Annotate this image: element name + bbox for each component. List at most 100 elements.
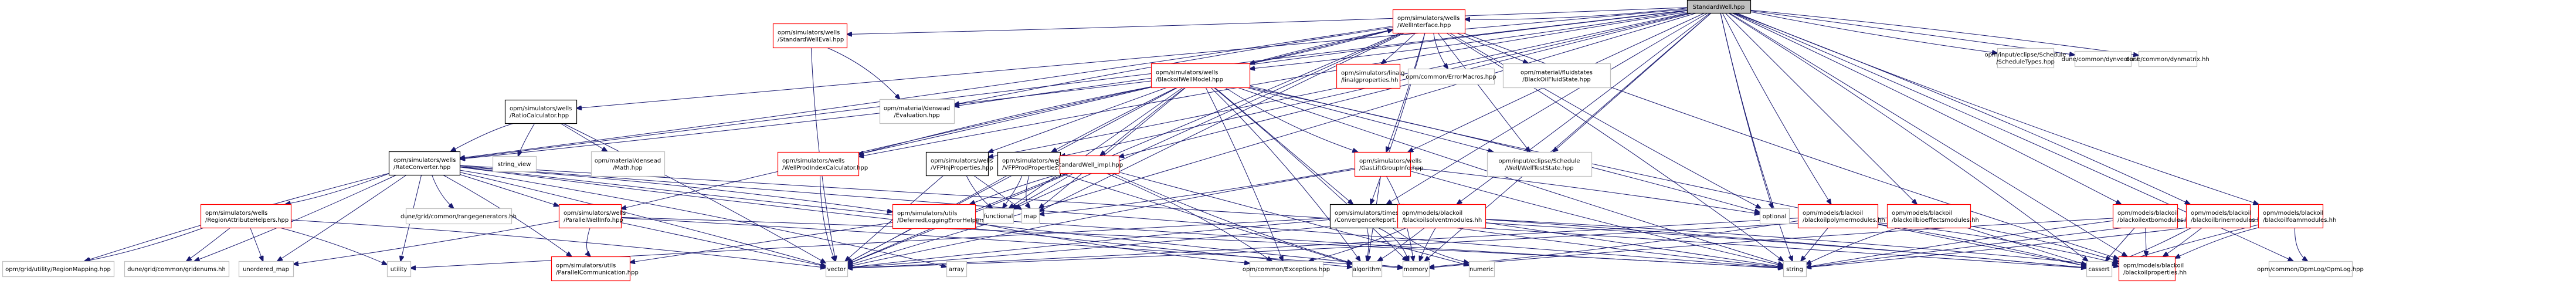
node-box <box>1407 68 1495 85</box>
edge-wellinterface-to-welltest <box>1437 32 1530 152</box>
node-box <box>1397 204 1486 229</box>
node-gridenums: dune/grid/common/gridenums.hh <box>124 261 230 278</box>
node-bioeffectsmods[interactable]: opm/models/blackoil/blackoilbioeffectsmo… <box>1886 204 1979 229</box>
edge-wellinterface-to-optional <box>1449 32 1761 208</box>
node-label-line: /VFPProdProperties.hpp <box>1002 165 1071 171</box>
node-layer: StandardWell.hpp opm/simulators/wells/Wel… <box>2 0 2364 282</box>
edge-blackoilwellmodel-to-rateconverter <box>460 80 1152 159</box>
node-label-line: optional <box>1763 214 1787 220</box>
node-deferredlog[interactable]: opm/simulators/utils/DeferredLoggingErro… <box>892 204 998 229</box>
edge-blackoilwellmodel-to-parallelwellinfo <box>621 86 1152 209</box>
edge-convreport-to-vector <box>847 219 1331 268</box>
node-label-line: opm/simulators/wells <box>1002 158 1064 164</box>
node-label-line: string <box>1786 266 1803 273</box>
node-box <box>1486 151 1593 177</box>
node-label-line: /ParallelCommunication.hpp <box>556 270 639 276</box>
edge-vfpprod-to-algorithm <box>1060 173 1352 265</box>
edge-ratiocalc-to-string_view <box>518 123 535 156</box>
node-wellprodindex[interactable]: opm/simulators/wells/WellProdIndexCalcul… <box>777 151 868 177</box>
node-box <box>388 151 461 176</box>
node-box <box>1336 63 1401 89</box>
node-convreport[interactable]: opm/simulators/timestepping/ConvergenceR… <box>1329 204 1421 229</box>
edge-wellinterface-to-blackoilwellmodel <box>1250 29 1393 64</box>
edge-wellinterface-to-convreport <box>1370 32 1426 204</box>
node-solventmods[interactable]: opm/models/blackoil/blackoilsolventmodul… <box>1397 204 1486 229</box>
edge-root-to-standardwelleval <box>847 7 1688 35</box>
edge-blackoilwellmodel-to-cassert <box>1249 86 2086 266</box>
node-linalgprops[interactable]: opm/simulators/linalg/linalgproperties.h… <box>1336 63 1405 89</box>
node-box <box>2258 204 2324 229</box>
node-label-line: opm/grid/utility/RegionMapping.hpp <box>5 266 111 273</box>
node-polymermods[interactable]: opm/models/blackoil/blackoilpolymermodul… <box>1797 204 1885 229</box>
node-brinemods[interactable]: opm/models/blackoil/blackoilbrinemodules… <box>2185 204 2265 229</box>
node-rangegen: dune/grid/common/rangegenerators.hh <box>401 208 517 225</box>
edge-polymermods-to-string <box>1801 227 1829 261</box>
edge-solventmods-to-exceptions <box>1309 227 1407 261</box>
edge-parallelwellinfo-to-parallelcomm <box>586 227 590 256</box>
node-regionattr[interactable]: opm/simulators/wells/RegionAttributeHelp… <box>200 204 292 229</box>
node-rateconverter[interactable]: opm/simulators/wells/RateConverter.hpp <box>388 151 461 176</box>
node-box <box>1059 155 1120 174</box>
edge-root-to-stdwellimpl <box>1119 12 1693 157</box>
node-wellinterface[interactable]: opm/simulators/wells/WellInterface.hpp <box>1392 9 1466 34</box>
node-box <box>2268 261 2353 278</box>
node-ratiocalc[interactable]: opm/simulators/wells/RatioCalculator.hpp <box>504 99 578 124</box>
edge-root-to-dynmatrix <box>1750 9 2139 55</box>
edge-stdwellimpl-to-numeric <box>1118 171 1469 265</box>
node-label-line: memory <box>1404 266 1428 273</box>
node-regionmapping: opm/grid/utility/RegionMapping.hpp <box>2 261 115 278</box>
edge-ratiocalc-to-rateconverter <box>451 123 515 151</box>
node-stdwellimpl[interactable]: StandardWell_impl.hpp <box>1055 155 1123 174</box>
edge-root-to-bioeffectsmods <box>1725 12 1917 204</box>
node-label-line: /blackoilbioeffectsmodules.hh <box>1892 217 1979 224</box>
node-label-line: /blackoilsolventmodules.hh <box>1402 217 1482 224</box>
edge-polymermods-to-vector <box>847 218 1798 268</box>
edge-gasliftgroup-to-optional <box>1410 167 1760 214</box>
edge-standardwelleval-to-evaluation <box>826 47 900 99</box>
node-blackoilprops[interactable]: opm/models/blackoil/blackoilproperties.h… <box>2118 256 2187 282</box>
node-label-line: dune/grid/common/gridenums.hh <box>127 266 226 273</box>
edge-root-to-welltest <box>1553 12 1712 152</box>
node-label-line: /BlackOilFluidState.hpp <box>1522 77 1591 83</box>
edge-wellinterface-to-functional <box>1013 32 1403 209</box>
edge-gasliftgroup-to-map <box>1039 167 1355 214</box>
node-parallelwellinfo[interactable]: opm/simulators/wells/ParallelWellInfo.hp… <box>558 204 626 229</box>
node-label-line: /linalgproperties.hh <box>1341 77 1398 84</box>
edge-wellinterface-to-rateconverter <box>460 26 1393 158</box>
node-standardwelleval[interactable]: opm/simulators/wells/StandardWellEval.hp… <box>772 23 848 49</box>
node-blackoilwellmodel[interactable]: opm/simulators/wells/BlackoilWellModel.h… <box>1150 63 1251 89</box>
node-functional: functional <box>983 208 1014 224</box>
node-box <box>2185 204 2251 229</box>
edge-wellprodindex-to-vector <box>820 175 836 261</box>
node-label-line: opm/input/eclipse/Schedule <box>1985 52 2066 59</box>
edge-root-to-evaluation <box>954 10 1688 106</box>
node-box <box>1797 204 1879 229</box>
edge-wellinterface-to-errormacros <box>1433 32 1448 69</box>
node-utility: utility <box>386 261 412 278</box>
edge-root-to-wellinterface <box>1465 8 1688 19</box>
edge-foammods-to-blackoilprops <box>2175 227 2259 258</box>
node-foammods[interactable]: opm/models/blackoil/blackoilfoammodules.… <box>2258 204 2337 229</box>
edge-blackoilwellmodel-to-string <box>1237 87 1783 265</box>
edge-blackoilwellmodel-to-vfpprod <box>1051 87 1177 152</box>
node-box <box>238 261 294 278</box>
node-gasliftgroup[interactable]: opm/simulators/wells/GasLiftGroupInfo.hp… <box>1354 151 1424 177</box>
node-extbomods[interactable]: opm/models/blackoil/blackoilextbomodules… <box>2112 204 2193 229</box>
edge-bioeffectsmods-to-vector <box>847 217 1888 268</box>
node-root[interactable]: StandardWell.hpp <box>1686 0 1752 14</box>
edge-solventmods-to-vector <box>847 219 1398 268</box>
edge-gasliftgroup-to-vector <box>847 169 1355 267</box>
node-label-line: opm/simulators/timestepping <box>1335 210 1421 217</box>
node-label-line: opm/simulators/wells <box>510 106 572 112</box>
edge-root-to-cassert <box>1727 12 2088 261</box>
node-box <box>772 23 848 49</box>
edge-parallelwellinfo-to-memory <box>620 217 1403 268</box>
node-label-line: /VFPInjProperties.hpp <box>931 165 993 171</box>
node-parallelcomm[interactable]: opm/simulators/utils/ParallelCommunicati… <box>551 256 639 282</box>
edge-root-to-ratiocalc <box>576 9 1688 109</box>
node-string_view: string_view <box>492 155 537 173</box>
node-vfpinj[interactable]: opm/simulators/wells/VFPInjProperties.hp… <box>925 151 993 177</box>
edge-vfpinj-to-map <box>973 175 1021 209</box>
edge-wellinterface-to-gasliftgroup <box>1386 32 1426 152</box>
